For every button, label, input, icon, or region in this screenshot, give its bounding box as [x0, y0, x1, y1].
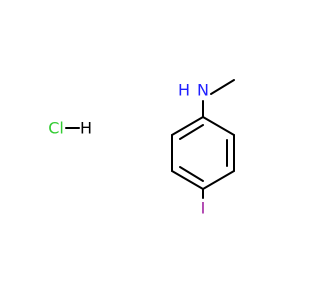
ring-bond-c3-c4	[202, 170, 235, 190]
bond-n-methyl	[210, 79, 235, 95]
atom-label-salt-h: H	[80, 119, 92, 138]
atom-label-amine-h: H	[178, 81, 190, 100]
ring-bond-c4-c5	[171, 170, 204, 190]
ring-bond-c1-c2	[202, 116, 235, 136]
molecule-canvas: H N I Cl H	[48, 79, 235, 218]
ring-double-bond-c6-c1	[179, 124, 204, 140]
atom-label-iodine: I	[201, 199, 206, 218]
ring-double-bond-c4-c5	[179, 166, 204, 182]
molecule-svg: H N I Cl H	[48, 79, 235, 218]
ring-bond-c6-c1	[171, 116, 204, 136]
atom-label-amine-n: N	[197, 81, 209, 100]
atom-label-salt-cl: Cl	[48, 119, 64, 138]
